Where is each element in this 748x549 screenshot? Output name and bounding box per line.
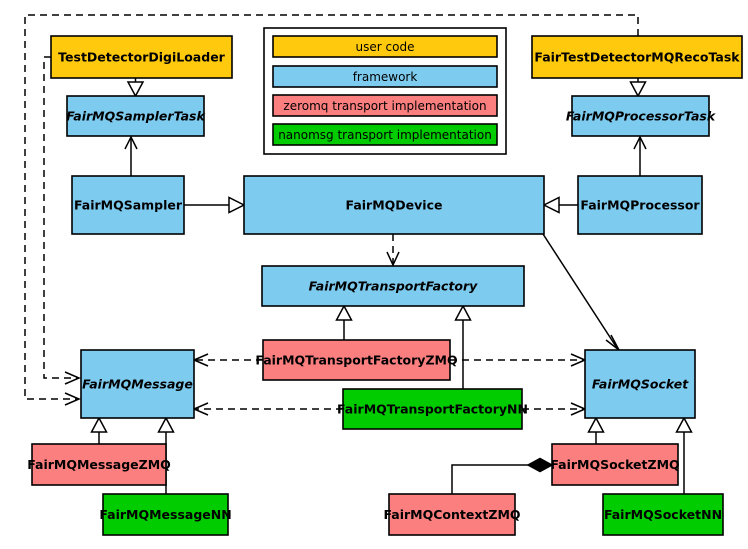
class-label: FairMQTransportFactoryNN	[337, 402, 528, 417]
edge-factoryzmq-message	[192, 353, 263, 367]
class-node-fairmqsocketnn[interactable]: FairMQSocketNN	[602, 493, 724, 536]
edge-processor-device	[542, 196, 578, 214]
class-label: FairMQDevice	[346, 198, 443, 213]
class-label: FairMQSocketNN	[604, 507, 722, 522]
legend-swatch-zeromq	[272, 94, 498, 117]
edge-factoryzmq-socket	[450, 353, 587, 367]
edge-factorynn-socket	[522, 402, 587, 416]
class-box[interactable]	[262, 339, 451, 381]
edge-contextzmq-socketzmq	[451, 457, 554, 494]
edge-messagezmq-message	[90, 416, 108, 444]
class-label: FairMQSocketZMQ	[550, 457, 679, 472]
class-label: FairMQTransportFactoryZMQ	[255, 353, 457, 368]
class-node-fairmqsocket[interactable]: FairMQSocket	[584, 349, 696, 419]
class-node-fairtestdetectormqrecotask[interactable]: FairTestDetectorMQRecoTask	[531, 35, 743, 79]
class-label: FairMQSamplerTask	[66, 109, 205, 124]
edge-processor-processortask	[633, 135, 647, 176]
class-node-testdetectordigiloader[interactable]: TestDetectorDigiLoader	[50, 35, 233, 79]
legend-label-nanomsg: nanomsg transport implementation	[278, 128, 492, 142]
edge-recotask-processortask	[629, 78, 647, 98]
class-box[interactable]	[80, 349, 195, 419]
class-box[interactable]	[551, 443, 679, 486]
class-label: FairMQSocket	[592, 377, 689, 392]
class-label: FairMQMessageNN	[99, 507, 231, 522]
class-node-fairmqtransportfactoryzmq[interactable]: FairMQTransportFactoryZMQ	[255, 339, 458, 381]
edge-socketnn-socket	[675, 416, 693, 494]
class-box[interactable]	[71, 175, 185, 235]
edge-recotask-message	[24, 14, 639, 406]
legend-label-user-code: user code	[356, 40, 415, 54]
legend-swatch-user-code	[272, 35, 498, 58]
legend-swatch-framework	[272, 65, 498, 88]
class-label: FairTestDetectorMQRecoTask	[534, 50, 740, 65]
edge-factorynn-message	[192, 402, 343, 416]
class-box[interactable]	[531, 35, 743, 79]
class-node-fairmqprocessortask[interactable]: FairMQProcessorTask	[566, 95, 716, 137]
edge-digiloader-samplertask	[126, 78, 145, 98]
class-node-fairmqtransportfactory[interactable]: FairMQTransportFactory	[261, 265, 525, 307]
class-box[interactable]	[342, 388, 523, 430]
edge-sampler-device	[184, 196, 246, 214]
legend-label-zeromq: zeromq transport implementation	[283, 99, 486, 113]
class-box[interactable]	[66, 95, 205, 137]
class-node-fairmqtransportfactorynn[interactable]: FairMQTransportFactoryNN	[337, 388, 528, 430]
class-label: FairMQMessage	[82, 377, 193, 392]
class-node-fairmqsamplertask[interactable]: FairMQSamplerTask	[66, 95, 205, 137]
class-label: TestDetectorDigiLoader	[58, 50, 226, 65]
class-node-fairmqmessage[interactable]: FairMQMessage	[80, 349, 195, 419]
class-node-fairmqdevice[interactable]: FairMQDevice	[243, 175, 545, 235]
legend-swatch-nanomsg	[272, 123, 498, 146]
class-box[interactable]	[584, 349, 696, 419]
legend-label-framework: framework	[353, 70, 418, 84]
class-label: FairMQProcessorTask	[566, 109, 716, 124]
class-label: FairMQTransportFactory	[309, 279, 478, 294]
class-node-fairmqprocessor[interactable]: FairMQProcessor	[577, 175, 703, 235]
edge-device-socket	[542, 233, 620, 351]
class-node-fairmqmessagezmq[interactable]: FairMQMessageZMQ	[27, 443, 171, 486]
class-box[interactable]	[602, 493, 724, 536]
class-node-fairmqsocketzmq[interactable]: FairMQSocketZMQ	[550, 443, 680, 486]
class-box[interactable]	[571, 95, 710, 137]
class-label: FairMQMessageZMQ	[27, 457, 171, 472]
edge-sampler-samplertask	[124, 135, 138, 176]
edge-device-transportfactory	[386, 234, 400, 267]
class-box[interactable]	[388, 493, 516, 536]
class-label: FairMQSampler	[74, 198, 183, 213]
edge-factorynn-factory	[454, 304, 472, 389]
class-label: FairMQContextZMQ	[383, 507, 520, 522]
class-box[interactable]	[102, 493, 229, 536]
edge-factoryzmq-factory	[335, 304, 353, 340]
class-label: FairMQProcessor	[580, 198, 700, 213]
class-node-fairmqmessagenn[interactable]: FairMQMessageNN	[99, 493, 232, 536]
class-node-fairmqcontextzmq[interactable]: FairMQContextZMQ	[383, 493, 521, 536]
edge-socketzmq-socket	[587, 416, 605, 444]
class-box[interactable]	[50, 35, 233, 79]
class-box[interactable]	[31, 443, 167, 486]
class-box[interactable]	[577, 175, 703, 235]
legend: user code framework zeromq transport imp…	[263, 27, 507, 155]
class-box[interactable]	[261, 265, 525, 307]
edge-digiloader-message	[43, 56, 81, 385]
class-box[interactable]	[243, 175, 545, 235]
node-layer: TestDetectorDigiLoader FairTestDetectorM…	[27, 35, 743, 536]
class-node-fairmqsampler[interactable]: FairMQSampler	[71, 175, 185, 235]
